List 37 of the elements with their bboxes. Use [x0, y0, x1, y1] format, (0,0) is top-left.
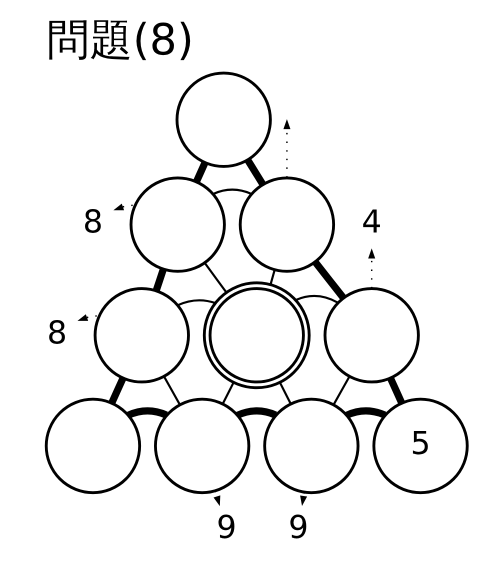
- connector: [295, 294, 338, 304]
- connector: [312, 260, 346, 300]
- arrow: [283, 119, 290, 178]
- node-circle: [324, 287, 420, 384]
- node-doublecircle: [202, 281, 311, 390]
- node-circle: [263, 398, 360, 494]
- connector: [270, 270, 276, 284]
- node-circle: 5: [372, 398, 469, 494]
- connector: [236, 407, 277, 419]
- diagram-title: 問題(8): [46, 15, 194, 66]
- node-circle: [154, 398, 250, 494]
- node-circle: [94, 287, 190, 384]
- connector: [163, 376, 181, 406]
- node-circle: [238, 176, 336, 273]
- node-circle: [130, 176, 226, 273]
- arrow: [368, 248, 376, 288]
- node-text: 8: [46, 315, 68, 352]
- connector: [108, 376, 126, 404]
- node-text: 9: [216, 510, 237, 546]
- node-text: 8: [82, 204, 104, 241]
- connector: [204, 262, 228, 293]
- arrow: [113, 204, 135, 210]
- node-circle: [44, 398, 142, 494]
- connector: [345, 407, 386, 419]
- connector: [387, 376, 405, 404]
- connector: [177, 299, 216, 306]
- connector: [126, 407, 168, 419]
- node-circle: [176, 72, 272, 168]
- connector: [278, 382, 292, 404]
- node-text: 4: [362, 204, 382, 241]
- connector: [332, 376, 350, 406]
- connector: [193, 161, 208, 183]
- connector: [222, 382, 235, 404]
- arrow: [77, 314, 99, 321]
- connector: [152, 268, 167, 292]
- node-text: 9: [288, 510, 308, 546]
- connector: [212, 188, 252, 195]
